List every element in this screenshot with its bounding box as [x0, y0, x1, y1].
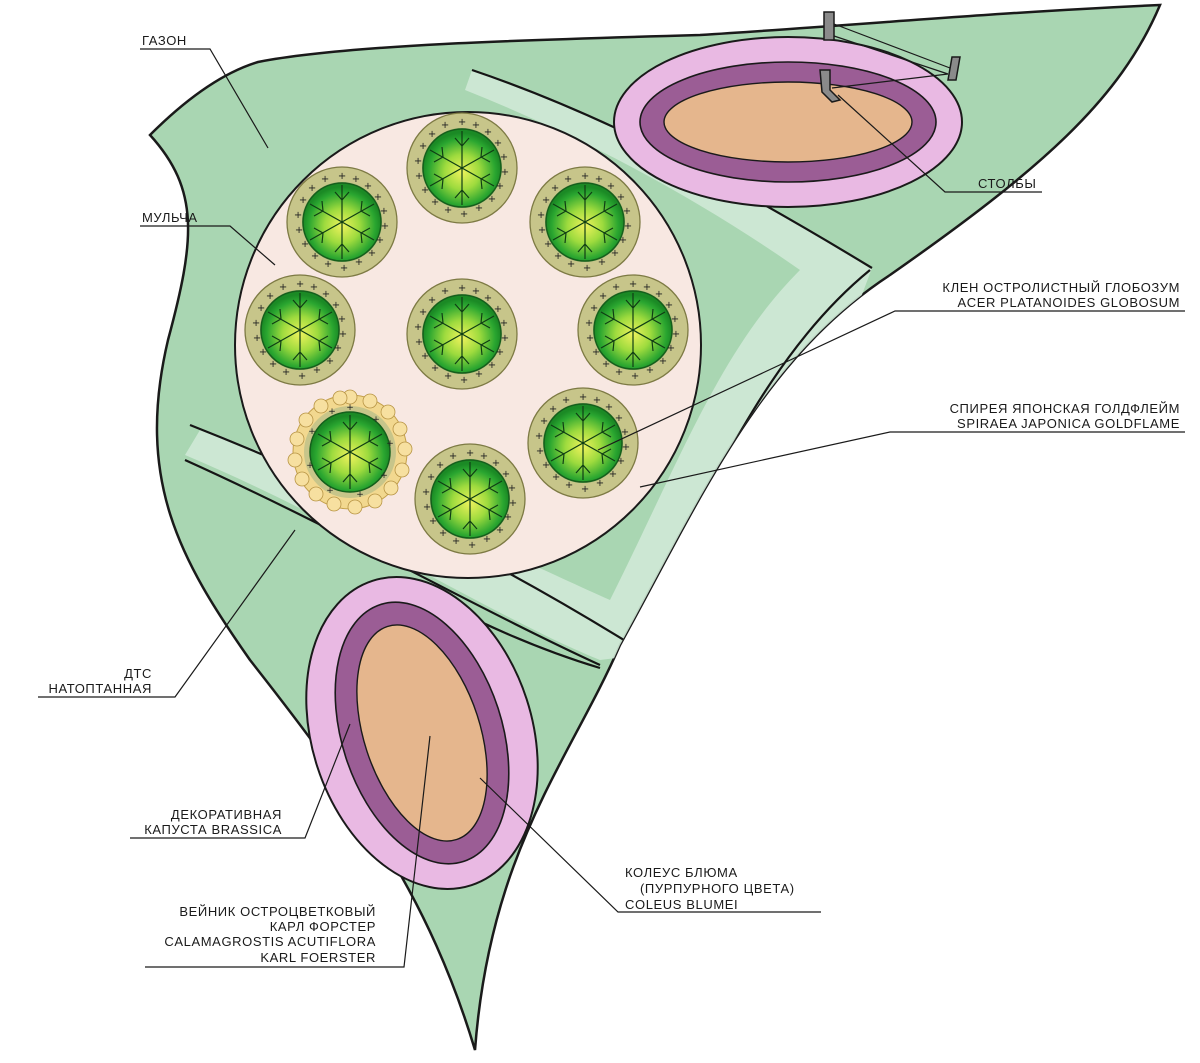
label-maple-lat: ACER PLATANOIDES GLOBOSUM — [957, 295, 1180, 310]
maple-with-spirea-icon — [406, 278, 518, 390]
flowerbed-top — [613, 36, 963, 208]
label-reed-4: KARL FOERSTER — [260, 950, 376, 965]
label-reed-3: CALAMAGROSTIS ACUTIFLORA — [164, 934, 376, 949]
maple-with-spirea-icon — [527, 387, 639, 499]
flowerbed-bottom — [305, 576, 539, 890]
maple-with-spirea-icon — [244, 274, 356, 386]
label-path-1: ДТС — [124, 666, 152, 681]
maple-with-spirea-icon — [406, 112, 518, 224]
label-reed-2: КАРЛ ФОРСТЕР — [270, 919, 376, 934]
post-icon — [819, 69, 842, 103]
label-coleus-3: COLEUS BLUMEI — [625, 897, 738, 912]
label-lawn: ГАЗОН — [142, 33, 187, 48]
label-cabbage-2: КАПУСТА BRASSICA — [144, 822, 282, 837]
leader-lines — [38, 48, 1185, 968]
post-icon — [823, 11, 835, 41]
label-reed-1: ВЕЙНИК ОСТРОЦВЕТКОВЫЙ — [179, 904, 376, 919]
label-cabbage-1: ДЕКОРАТИВНАЯ — [171, 807, 282, 822]
maple-with-spirea-icon — [529, 166, 641, 278]
label-maple-ru: КЛЕН ОСТРОЛИСТНЫЙ ГЛОБОЗУМ — [942, 280, 1180, 295]
label-spirea-ru: СПИРЕЯ ЯПОНСКАЯ ГОЛДФЛЕЙМ — [950, 401, 1180, 416]
label-coleus-1: КОЛЕУС БЛЮМА — [625, 865, 738, 880]
post-wires — [831, 23, 951, 89]
label-spirea-lat: SPIRAEA JAPONICA GOLDFLAME — [957, 416, 1180, 431]
label-mulch: МУЛЬЧА — [142, 210, 198, 225]
maple-with-spirea-icon — [414, 443, 526, 555]
label-path-2: НАТОПТАННАЯ — [49, 681, 152, 696]
maple-with-spirea-icon — [286, 166, 398, 278]
maple-with-spirea-icon — [577, 274, 689, 386]
label-posts: СТОЛБЫ — [978, 176, 1036, 191]
post-group — [819, 11, 961, 103]
label-coleus-2: (ПУРПУРНОГО ЦВЕТА) — [640, 881, 795, 896]
post-icon — [947, 56, 961, 81]
